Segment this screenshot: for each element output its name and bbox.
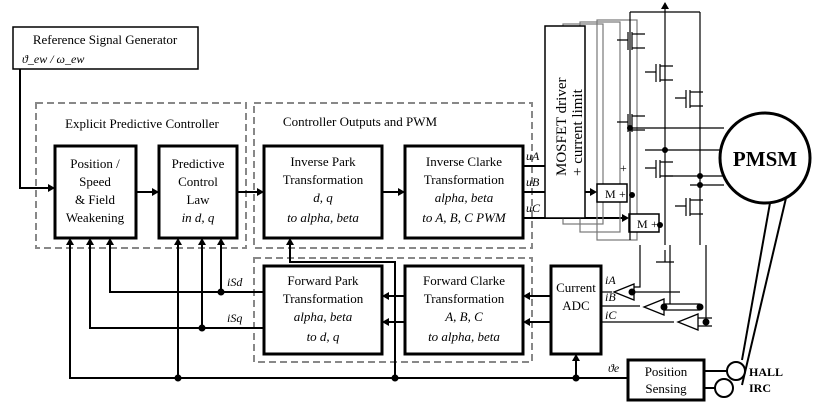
- ref-gen-title: Reference Signal Generator: [33, 32, 178, 47]
- svg-text:Transformation: Transformation: [424, 291, 505, 306]
- svg-text:Position /: Position /: [70, 156, 120, 171]
- svg-text:to A, B, C PWM: to A, B, C PWM: [422, 210, 507, 225]
- svg-text:Law: Law: [186, 192, 210, 207]
- block-current-adc: Current ADC: [549, 264, 603, 356]
- svg-text:Forward Clarke: Forward Clarke: [423, 273, 505, 288]
- svg-text:& Field: & Field: [75, 192, 116, 207]
- sensor-irc: IRC: [749, 381, 771, 395]
- svg-text:Transformation: Transformation: [424, 172, 505, 187]
- svg-text:Inverse Clarke: Inverse Clarke: [426, 154, 502, 169]
- svg-text:Sensing: Sensing: [645, 381, 687, 396]
- ref-gen-signals: ϑ_ew / ω_ew: [22, 52, 84, 66]
- svg-text:Forward Park: Forward Park: [287, 273, 359, 288]
- group-outputs-label: Controller Outputs and PWM: [283, 114, 438, 129]
- group-feedback-transforms: [253, 257, 533, 363]
- svg-text:Transformation: Transformation: [283, 172, 364, 187]
- signal-ia: iA: [605, 273, 616, 287]
- svg-text:Inverse Park: Inverse Park: [290, 154, 356, 169]
- inverter-bridge: [617, 2, 724, 263]
- svg-text:+: +: [651, 217, 658, 231]
- svg-text:+: +: [619, 187, 626, 201]
- position-sensors: HALL IRC: [704, 361, 783, 398]
- signal-uc: uC: [526, 201, 541, 215]
- signal-ic: iC: [605, 308, 617, 322]
- svg-text:ADC: ADC: [562, 298, 589, 313]
- svg-text:A, B, C: A, B, C: [444, 309, 483, 324]
- block-forward-clarke-transformation: Forward Clarke Transformation A, B, C to…: [403, 264, 525, 356]
- svg-text:Weakening: Weakening: [66, 210, 125, 225]
- block-inverse-clarke-transformation: Inverse Clarke Transformation alpha, bet…: [403, 144, 525, 240]
- mosfet-driver-stack: MOSFET driver + current limit M + M + +: [544, 19, 660, 241]
- mosfet-driver-label-2: + current limit: [570, 88, 586, 176]
- svg-text:to d, q: to d, q: [307, 329, 340, 344]
- svg-text:Speed: Speed: [79, 174, 111, 189]
- svg-text:Predictive: Predictive: [172, 156, 225, 171]
- group-explicit-predictive-controller: Explicit Predictive Controller: [35, 102, 247, 249]
- svg-text:M: M: [605, 187, 616, 201]
- svg-text:Control: Control: [178, 174, 218, 189]
- mosfet-driver-label-1: MOSFET driver: [554, 78, 570, 176]
- block-forward-park-transformation: Forward Park Transformation alpha, beta …: [262, 264, 384, 356]
- current-sense-amplifiers: [601, 245, 712, 331]
- svg-text:alpha, beta: alpha, beta: [294, 309, 353, 324]
- signal-ua: uA: [526, 149, 540, 163]
- reference-signal-generator: Reference Signal Generator ϑ_ew / ω_ew: [12, 26, 199, 70]
- block-inverse-park-transformation: Inverse Park Transformation d, q to alph…: [262, 144, 384, 240]
- svg-text:Current: Current: [556, 280, 596, 295]
- signal-ub: uB: [526, 175, 540, 189]
- svg-text:M: M: [637, 217, 648, 231]
- svg-text:in d, q: in d, q: [182, 210, 215, 225]
- svg-text:d, q: d, q: [313, 190, 333, 205]
- svg-text:to alpha, beta: to alpha, beta: [287, 210, 359, 225]
- motor-label: PMSM: [733, 147, 797, 171]
- svg-text:to alpha, beta: to alpha, beta: [428, 329, 500, 344]
- svg-text:Transformation: Transformation: [283, 291, 364, 306]
- signal-isd: iSd: [227, 275, 243, 289]
- block-predictive-control-law: Predictive Control Law in d, q: [157, 144, 239, 240]
- signal-ib: iB: [605, 290, 616, 304]
- block-position-sensing: Position Sensing: [626, 358, 706, 402]
- svg-text:alpha, beta: alpha, beta: [435, 190, 494, 205]
- signal-isq: iSq: [227, 311, 242, 325]
- signal-theta-e: ϑe: [608, 361, 620, 375]
- pmsm-motor: PMSM: [718, 111, 812, 386]
- group-controller-label: Explicit Predictive Controller: [65, 116, 219, 131]
- sensor-hall: HALL: [749, 365, 783, 379]
- svg-text:+: +: [620, 161, 627, 175]
- block-position-speed-field-weakening: Position / Speed & Field Weakening: [53, 144, 138, 240]
- group-controller-outputs: Controller Outputs and PWM: [253, 102, 533, 249]
- svg-text:Position: Position: [645, 364, 688, 379]
